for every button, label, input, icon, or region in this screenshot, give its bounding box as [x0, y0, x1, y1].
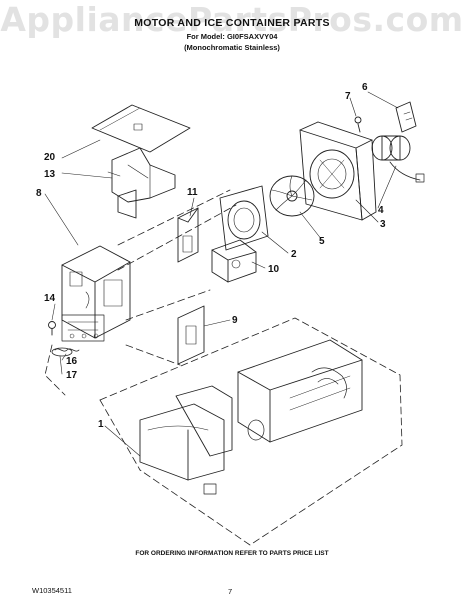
part-9-cover-plate — [177, 305, 205, 365]
callout-4: 4 — [378, 205, 384, 216]
part-16-spring — [54, 348, 80, 352]
page-title: MOTOR AND ICE CONTAINER PARTS — [134, 17, 330, 29]
callout-5: 5 — [319, 236, 325, 247]
callout-16: 16 — [66, 356, 78, 367]
part-3-fan-shroud — [299, 121, 377, 221]
part-10-auger-motor — [211, 239, 257, 283]
ordering-info-note: FOR ORDERING INFORMATION REFER TO PARTS … — [135, 550, 329, 557]
part-2-mount-ring — [219, 185, 269, 251]
callout-20: 20 — [44, 152, 56, 163]
leader-lines — [44, 91, 399, 457]
callout-1: 1 — [98, 419, 104, 430]
part-6-motor-bracket — [395, 101, 417, 133]
callout-9: 9 — [232, 315, 238, 326]
part-17-clip — [51, 347, 73, 357]
callout-3: 3 — [380, 219, 386, 230]
callout-6: 6 — [362, 82, 368, 93]
callout-11: 11 — [187, 187, 198, 198]
callout-14: 14 — [44, 293, 56, 304]
part-13-chute-duct — [107, 147, 176, 219]
page-number: 7 — [228, 587, 233, 596]
ice-container-bin — [237, 339, 363, 443]
document-number: W10354511 — [32, 586, 72, 595]
part-20-insulation-pad — [91, 104, 191, 153]
callout-2: 2 — [291, 249, 297, 260]
part-8-housing-assembly — [61, 245, 131, 342]
part-5-fan-blade — [269, 175, 315, 217]
callout-labels: 1 2 3 4 5 6 7 8 9 10 11 13 14 16 17 20 — [36, 82, 386, 430]
callout-8: 8 — [36, 188, 42, 199]
callout-7: 7 — [345, 91, 351, 102]
part-7-screw — [354, 116, 362, 133]
part-1-front-cover — [139, 385, 233, 495]
finish-line: (Monochromatic Stainless) — [184, 43, 280, 52]
assembly-boundary-lines — [44, 189, 403, 546]
callout-13: 13 — [44, 169, 56, 180]
model-line: For Model: GI0FSAXVY04 — [186, 32, 278, 41]
callout-10: 10 — [268, 264, 280, 275]
part-4-fan-motor — [371, 135, 425, 183]
part-14-screw — [48, 321, 56, 336]
callout-17: 17 — [66, 370, 78, 381]
watermark-logo: AppliancePartsPros.com — [0, 0, 464, 39]
